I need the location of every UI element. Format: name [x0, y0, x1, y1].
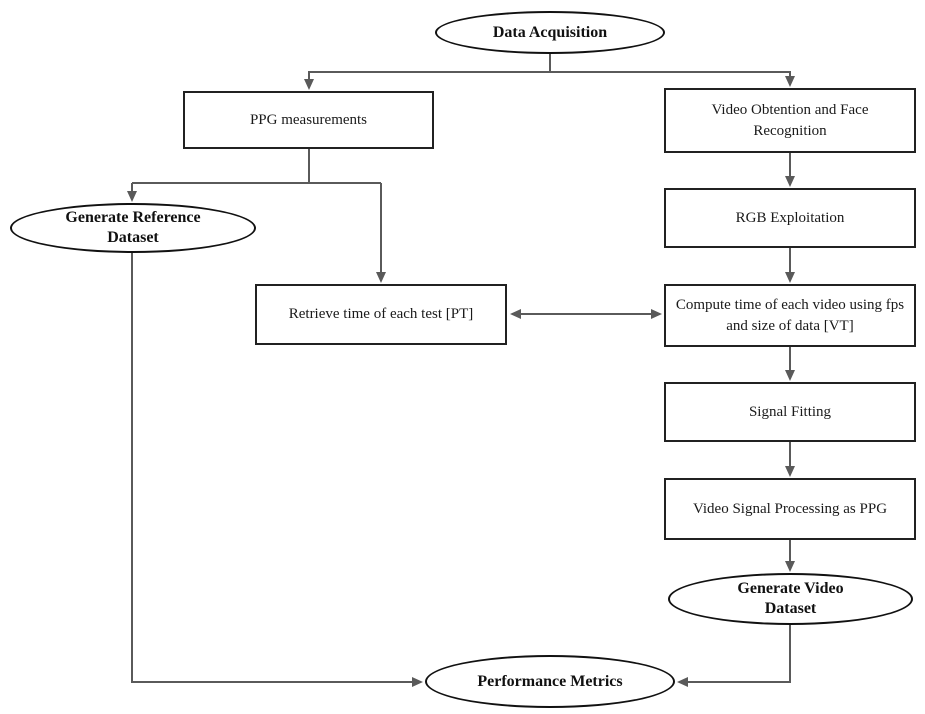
node-signal-fitting-label: Signal Fitting	[748, 403, 832, 420]
node-data-acquisition: Data Acquisition	[435, 11, 665, 54]
node-generate-video-dataset-label: Generate Video Dataset	[737, 580, 844, 617]
node-ppg-measurements-label: PPG measurements	[249, 111, 368, 128]
arrow-video-dataset-to-performance	[677, 625, 791, 687]
node-generate-video-dataset: Generate Video Dataset	[668, 573, 913, 625]
node-compute-time-label: Compute time of each video using fps and…	[675, 297, 905, 334]
node-performance-metrics-label: Performance Metrics	[477, 672, 623, 690]
node-retrieve-time: Retrieve time of each test [PT]	[255, 284, 507, 345]
node-retrieve-time-label: Retrieve time of each test [PT]	[288, 306, 474, 323]
arrow-reference-to-performance	[131, 252, 423, 687]
node-compute-time: Compute time of each video using fps and…	[664, 284, 916, 347]
node-video-obtention: Video Obtention and Face Recognition	[664, 88, 916, 153]
node-generate-reference-dataset-label: Generate Reference Dataset	[65, 209, 201, 246]
node-video-obtention-label: Video Obtention and Face Recognition	[711, 102, 869, 139]
node-video-signal-processing: Video Signal Processing as PPG	[664, 478, 916, 540]
node-video-signal-processing-label: Video Signal Processing as PPG	[692, 500, 888, 517]
node-data-acquisition-label: Data Acquisition	[492, 23, 608, 41]
node-ppg-measurements: PPG measurements	[183, 91, 434, 149]
node-performance-metrics: Performance Metrics	[425, 655, 675, 708]
node-generate-reference-dataset: Generate Reference Dataset	[10, 203, 256, 253]
node-signal-fitting: Signal Fitting	[664, 382, 916, 442]
node-rgb-exploitation: RGB Exploitation	[664, 188, 916, 248]
node-rgb-exploitation-label: RGB Exploitation	[735, 209, 845, 226]
